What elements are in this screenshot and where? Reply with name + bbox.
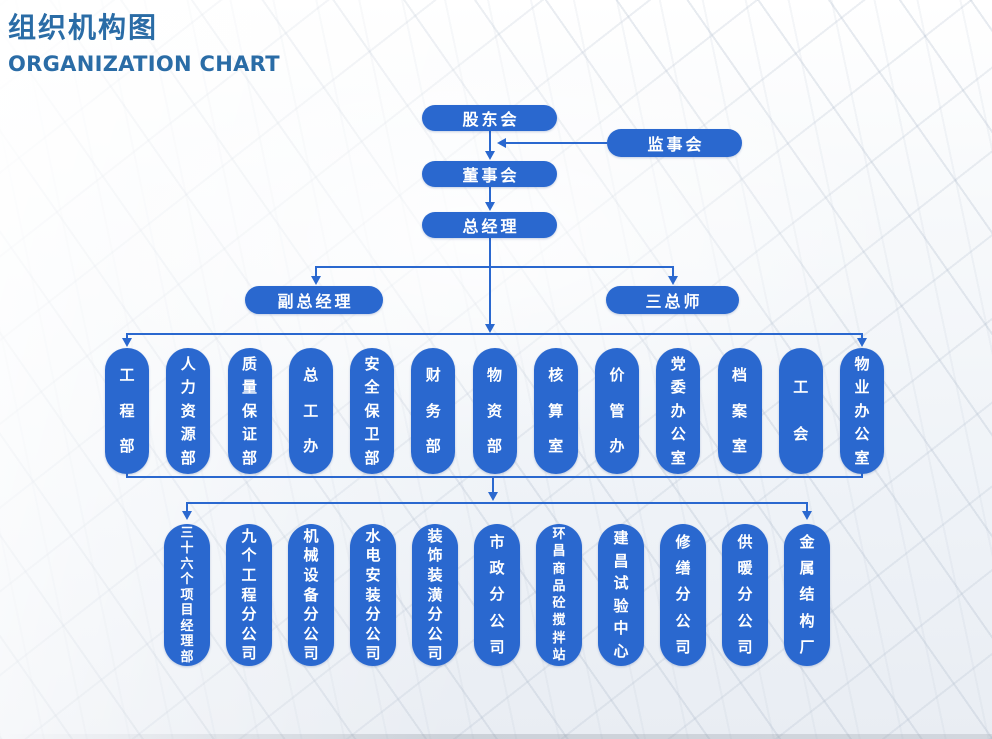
dept-archives-room: 档案室 xyxy=(717,348,762,474)
subsidiaries-row: 三十六个项目经理部 九个工程分公司 机械设备分公司 水电安装分公司 装饰装潢分公… xyxy=(164,524,830,666)
dept-materials: 物资部 xyxy=(472,348,517,474)
node-general-manager: 总经理 xyxy=(422,212,557,238)
unit-huanchang-concrete-mixing-station: 环昌商品砼搅拌站 xyxy=(536,524,582,666)
dept-price-management-office: 价管办 xyxy=(595,348,639,474)
unit-renovation-branch: 修缮分公司 xyxy=(660,524,706,666)
node-shareholders-meeting: 股东会 xyxy=(422,105,557,131)
node-board-of-directors: 董事会 xyxy=(422,161,557,187)
node-deputy-general-manager: 副总经理 xyxy=(245,286,383,314)
dept-accounting-office: 核算室 xyxy=(533,348,578,474)
page-title-english: ORGANIZATION CHART xyxy=(8,52,280,76)
dept-chief-engineer-office: 总工办 xyxy=(288,348,333,474)
unit-heating-branch: 供暖分公司 xyxy=(722,524,768,666)
node-supervisory-board: 监事会 xyxy=(607,129,742,157)
unit-jianchang-testing-center: 建昌试验中心 xyxy=(598,524,644,666)
node-three-chief-engineers: 三总师 xyxy=(606,286,739,314)
unit-water-electricity-installation-branch: 水电安装分公司 xyxy=(350,524,396,666)
departments-row: 工程部 人力资源部 质量保证部 总工办 安全保卫部 财务部 物资部 核算室 价管… xyxy=(105,348,884,474)
dept-human-resources: 人力资源部 xyxy=(166,348,211,474)
unit-metal-structure-factory: 金属结构厂 xyxy=(784,524,830,666)
dept-property-office: 物业办公室 xyxy=(840,348,884,474)
unit-municipal-branch: 市政分公司 xyxy=(474,524,520,666)
dept-party-committee-office: 党委办公室 xyxy=(656,348,701,474)
unit-36-project-manager-depts: 三十六个项目经理部 xyxy=(164,524,210,666)
dept-quality-assurance: 质量保证部 xyxy=(227,348,272,474)
dept-engineering: 工程部 xyxy=(105,348,149,474)
dept-finance: 财务部 xyxy=(411,348,456,474)
dept-labor-union: 工会 xyxy=(778,348,823,474)
page-title-chinese: 组织机构图 xyxy=(8,11,159,44)
unit-nine-engineering-branches: 九个工程分公司 xyxy=(226,524,272,666)
unit-decoration-branch: 装饰装潢分公司 xyxy=(412,524,458,666)
dept-security-defense: 安全保卫部 xyxy=(350,348,394,474)
unit-machinery-equipment-branch: 机械设备分公司 xyxy=(288,524,334,666)
